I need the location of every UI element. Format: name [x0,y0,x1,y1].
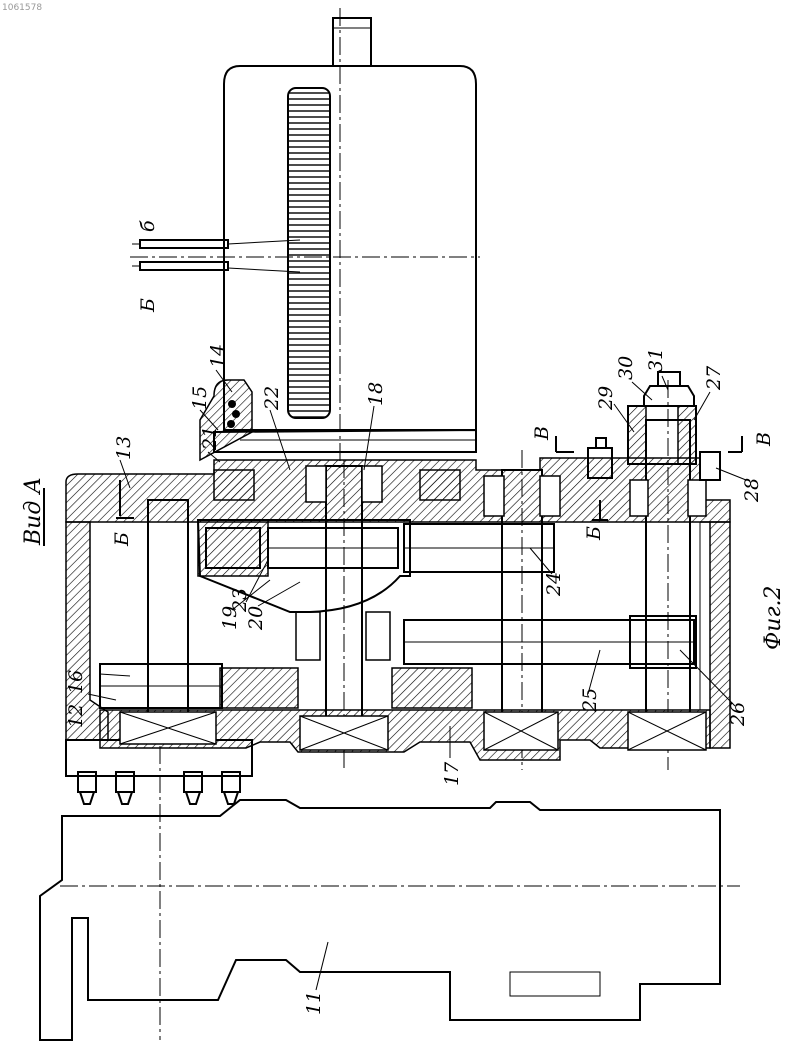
label-22: 22 [261,386,283,411]
doc-id: 1061578 [2,3,42,13]
label-29: 29 [595,386,617,411]
section-b-left: Б [111,532,133,547]
label-17: 17 [441,761,463,786]
label-16: 16 [65,670,87,694]
label-15: 15 [189,386,211,410]
label-27: 27 [703,365,725,391]
label-14: 14 [207,344,229,368]
section-v-right: В [753,432,775,447]
view-title: Вид А [21,477,46,546]
figure-caption: Фиг.2 [761,585,786,650]
label-30: 30 [615,356,637,380]
label-31: 31 [645,348,667,372]
label-13: 13 [113,436,135,460]
motor [130,8,480,470]
label-26: 26 [727,702,749,727]
base-frame [40,746,740,1040]
section-b-bottom: Б [137,298,159,313]
label-24: 24 [543,572,565,597]
label-28: 28 [741,478,763,503]
label-21: 21 [199,426,221,451]
section-v-left: В [531,426,553,441]
label-25: 25 [579,688,601,713]
label-11: 11 [303,991,325,1015]
label-12: 12 [65,704,87,728]
label-18: 18 [365,382,387,406]
label-23: 23 [229,588,251,613]
section-b-right: Б [583,526,605,541]
section-b-top: б [137,220,159,232]
